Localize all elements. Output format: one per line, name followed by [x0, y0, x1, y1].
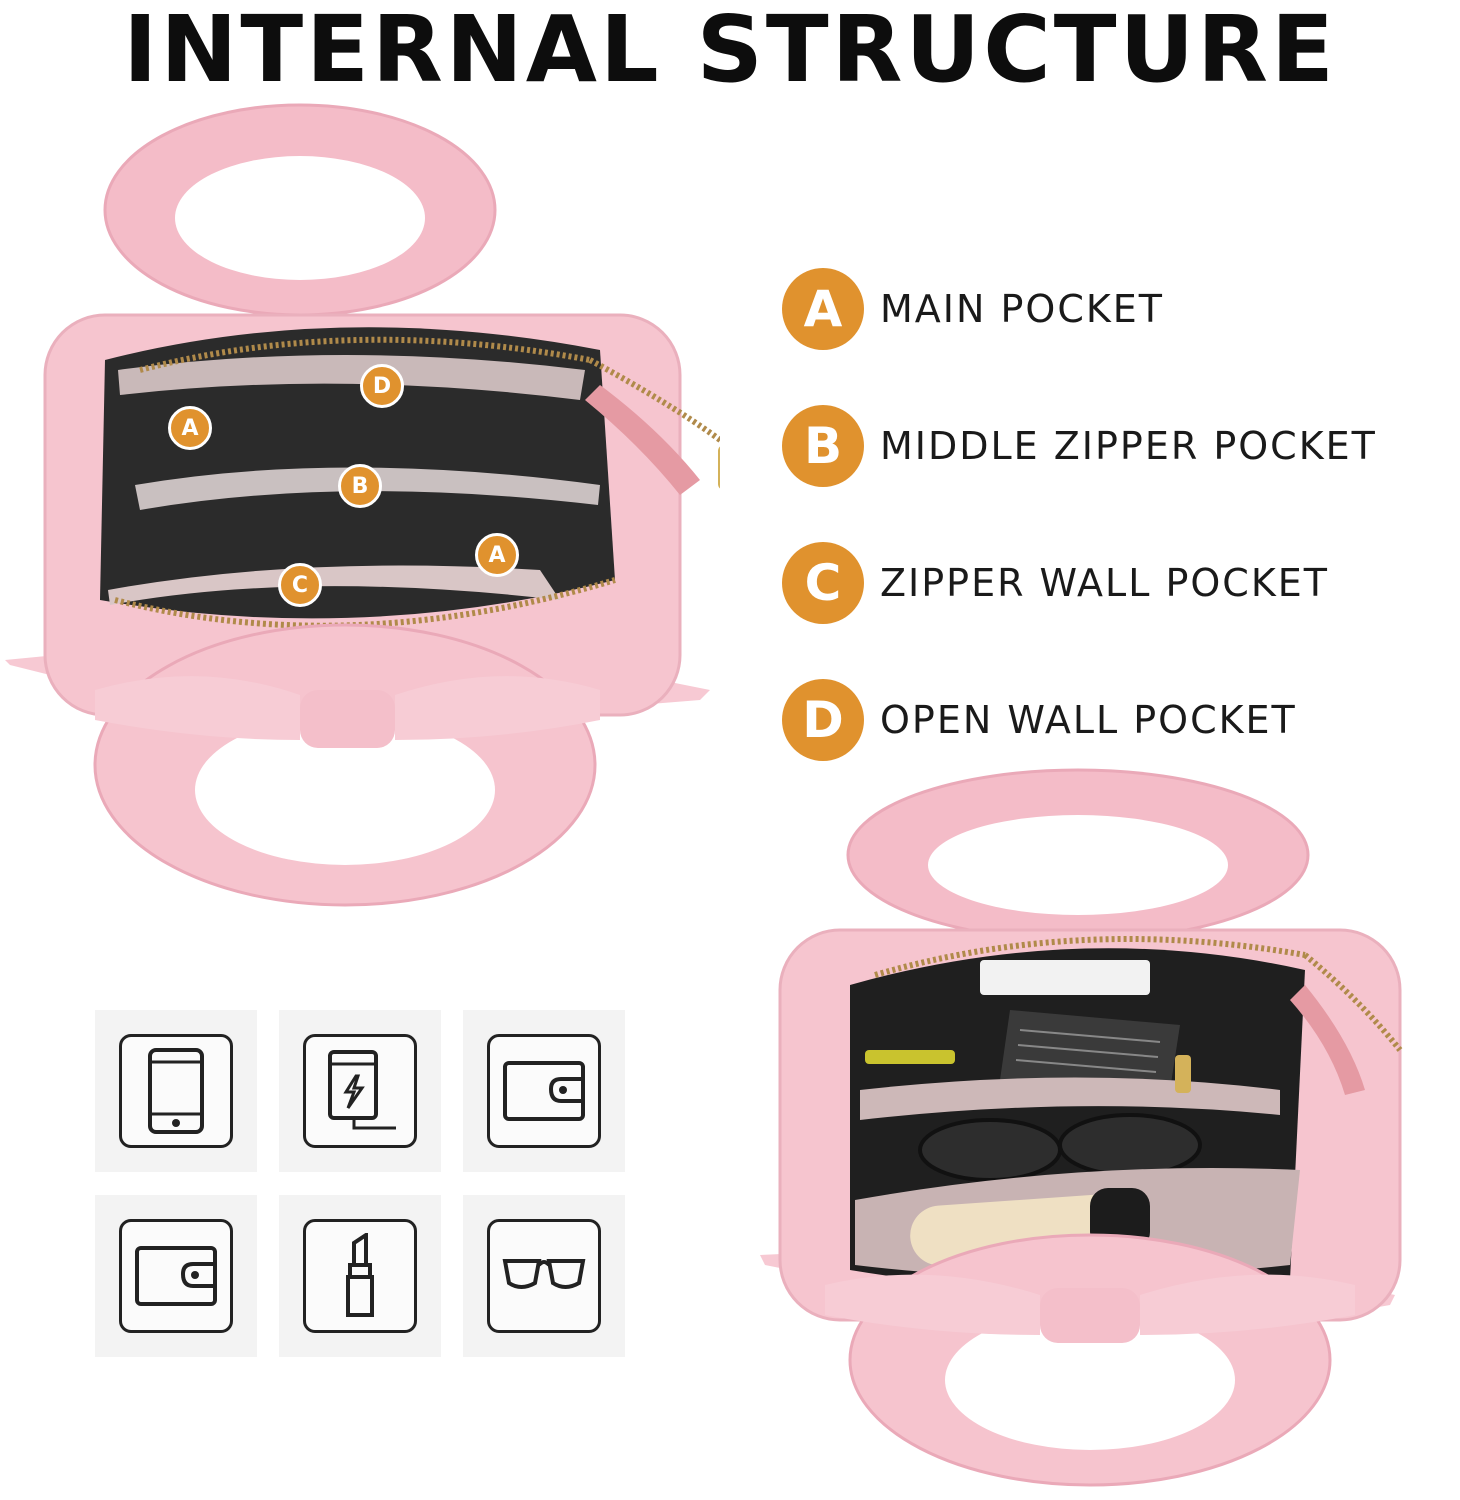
- legend-label: ZIPPER WALL POCKET: [880, 561, 1329, 605]
- page-title: INTERNAL STRUCTURE: [123, 0, 1337, 103]
- glasses-tile: [463, 1195, 625, 1357]
- legend-label: MIDDLE ZIPPER POCKET: [880, 424, 1377, 468]
- phone-tile: [95, 1010, 257, 1172]
- badge-d: D: [782, 679, 864, 761]
- pocket-marker-a-bottom: A: [475, 533, 519, 577]
- bag-photo-with-items: [760, 760, 1440, 1500]
- lipstick-tile: [279, 1195, 441, 1357]
- legend-item-middle-zipper-pocket: B MIDDLE ZIPPER POCKET: [782, 405, 1452, 487]
- bag-photo-open-empty: D A B A C: [0, 100, 720, 920]
- phone-icon: [119, 1034, 233, 1148]
- legend-item-main-pocket: A MAIN POCKET: [782, 268, 1452, 350]
- legend-label: OPEN WALL POCKET: [880, 698, 1297, 742]
- card-wallet-tile: [95, 1195, 257, 1357]
- pocket-marker-d: D: [360, 364, 404, 408]
- power-bank-icon: [303, 1034, 417, 1148]
- pocket-marker-c: C: [278, 563, 322, 607]
- pocket-marker-b: B: [338, 464, 382, 508]
- badge-a: A: [782, 268, 864, 350]
- card-wallet-icon: [119, 1219, 233, 1333]
- badge-c: C: [782, 542, 864, 624]
- legend-item-open-wall-pocket: D OPEN WALL POCKET: [782, 679, 1452, 761]
- power-bank-tile: [279, 1010, 441, 1172]
- legend-label: MAIN POCKET: [880, 287, 1164, 331]
- wallet-icon: [487, 1034, 601, 1148]
- wallet-tile: [463, 1010, 625, 1172]
- pocket-marker-a-top: A: [168, 406, 212, 450]
- glasses-icon: [487, 1219, 601, 1333]
- pocket-legend: A MAIN POCKET B MIDDLE ZIPPER POCKET C Z…: [782, 268, 1452, 816]
- badge-b: B: [782, 405, 864, 487]
- legend-item-zipper-wall-pocket: C ZIPPER WALL POCKET: [782, 542, 1452, 624]
- lipstick-icon: [303, 1219, 417, 1333]
